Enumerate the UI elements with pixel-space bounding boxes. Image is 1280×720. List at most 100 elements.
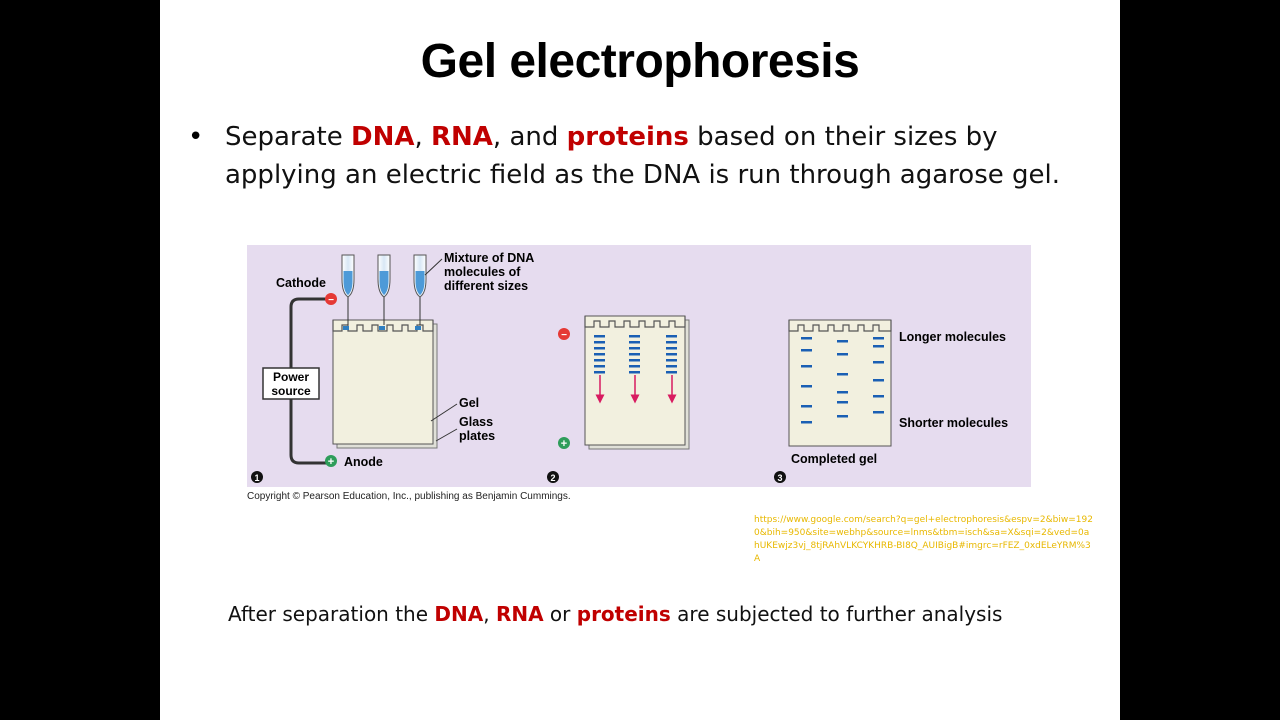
minus-sign: −: [561, 330, 567, 341]
gel-band: [594, 353, 605, 356]
completed-gel-label: Completed gel: [791, 452, 877, 466]
pipette-tube-icon: [377, 254, 391, 325]
bullet-text-part: , and: [492, 122, 567, 152]
migrating-bands: [594, 335, 677, 374]
keyword-rna: RNA: [431, 122, 493, 152]
mixture-label-line2: molecules of: [444, 265, 521, 279]
gel-band: [801, 405, 812, 408]
plus-sign: +: [561, 438, 567, 450]
gel-band: [837, 353, 848, 356]
separated-bands: [801, 337, 884, 424]
gel-band: [666, 353, 677, 356]
gel-band: [801, 337, 812, 340]
loaded-sample: [415, 326, 421, 330]
gel-band: [666, 365, 677, 368]
step-badge: [774, 471, 786, 483]
gel-band: [873, 395, 884, 398]
bottom-text-part: or: [543, 602, 577, 626]
gel-band: [873, 379, 884, 382]
gel-band: [629, 371, 640, 374]
gel-band: [837, 401, 848, 404]
gel-wells: [584, 316, 686, 328]
step-badge: [251, 471, 263, 483]
gel-band: [666, 341, 677, 344]
keyword-proteins: proteins: [576, 602, 671, 626]
plus-terminal-icon: [558, 437, 570, 449]
electrophoresis-diagram: Power source Cathode − + Anode: [251, 251, 1008, 483]
gel-slab: [332, 319, 434, 445]
cathode-sign: −: [328, 295, 334, 306]
bullet-text-part: ,: [414, 122, 432, 152]
mixture-label-line3: different sizes: [444, 279, 528, 293]
gel-band: [801, 421, 812, 424]
slide-title: Gel electrophoresis: [420, 35, 860, 88]
gel-band: [801, 349, 812, 352]
gel-band: [873, 411, 884, 414]
anode-sign: +: [328, 456, 334, 468]
gel-label: Gel: [459, 396, 479, 410]
anode-label: Anode: [344, 455, 383, 469]
loaded-sample: [343, 326, 349, 330]
source-link[interactable]: https://www.google.com/search?q=gel+elec…: [754, 515, 1093, 564]
gel-band: [801, 365, 812, 368]
gel-band: [629, 353, 640, 356]
gel-band: [594, 359, 605, 362]
gel-band: [666, 359, 677, 362]
step-number: 1: [254, 473, 259, 483]
gel-band: [629, 365, 640, 368]
bottom-text-part: After separation the: [228, 602, 435, 626]
gel-band: [629, 347, 640, 350]
gel-band: [594, 365, 605, 368]
gel-band: [666, 335, 677, 338]
shorter-molecules-label: Shorter molecules: [899, 416, 1008, 430]
gel-band: [594, 371, 605, 374]
gel-band: [629, 341, 640, 344]
gel-band: [594, 335, 605, 338]
power-source-box: [262, 367, 320, 400]
keyword-dna: DNA: [351, 122, 415, 152]
gel-band: [666, 347, 677, 350]
gel-band: [801, 385, 812, 388]
source-label: source: [271, 384, 311, 398]
cathode-label: Cathode: [276, 276, 326, 290]
gel-band: [594, 347, 605, 350]
copyright-notice: Copyright © Pearson Education, Inc., pub…: [247, 491, 571, 502]
electrophoresis-figure: Power source Cathode − + Anode: [247, 245, 1031, 487]
gel-band: [629, 335, 640, 338]
bullet-text: Separate DNA, RNA, and proteins based on…: [225, 118, 1095, 194]
gel-band: [873, 337, 884, 340]
step-badge: [547, 471, 559, 483]
gel-band: [629, 359, 640, 362]
plates-label: plates: [459, 429, 495, 443]
gel-band: [837, 340, 848, 343]
loaded-sample: [379, 326, 385, 330]
power-label: Power: [273, 370, 309, 384]
gel-band: [873, 345, 884, 348]
gel-band: [594, 341, 605, 344]
step-number: 2: [550, 473, 555, 483]
bullet-marker: •: [188, 122, 204, 152]
gel-wells: [788, 320, 892, 332]
gel-band: [837, 391, 848, 394]
leader-line: [435, 428, 458, 442]
mixture-label-line1: Mixture of DNA: [444, 251, 534, 265]
gel-band: [873, 361, 884, 364]
longer-molecules-label: Longer molecules: [899, 330, 1006, 344]
gel-band: [837, 415, 848, 418]
gel-band: [666, 371, 677, 374]
leader-line: [424, 258, 443, 276]
step-number: 3: [777, 473, 782, 483]
bottom-text: After separation the DNA, RNA or protein…: [228, 602, 1002, 626]
bottom-text-part: ,: [483, 602, 496, 626]
bullet-text-part: based on their sizes by applying an elec…: [225, 122, 1060, 190]
anode-terminal-icon: [325, 455, 337, 467]
cathode-terminal-icon: [325, 293, 337, 305]
pipette-tube-icon: [341, 254, 355, 325]
slide: Gel electrophoresis • Separate DNA, RNA,…: [160, 0, 1120, 720]
gel-band: [837, 373, 848, 376]
bottom-text-part: are subjected to further analysis: [670, 602, 1003, 626]
keyword-proteins: proteins: [566, 122, 689, 152]
bullet-text-part: Separate: [225, 122, 352, 152]
keyword-rna: RNA: [495, 602, 544, 626]
glass-label: Glass: [459, 415, 493, 429]
